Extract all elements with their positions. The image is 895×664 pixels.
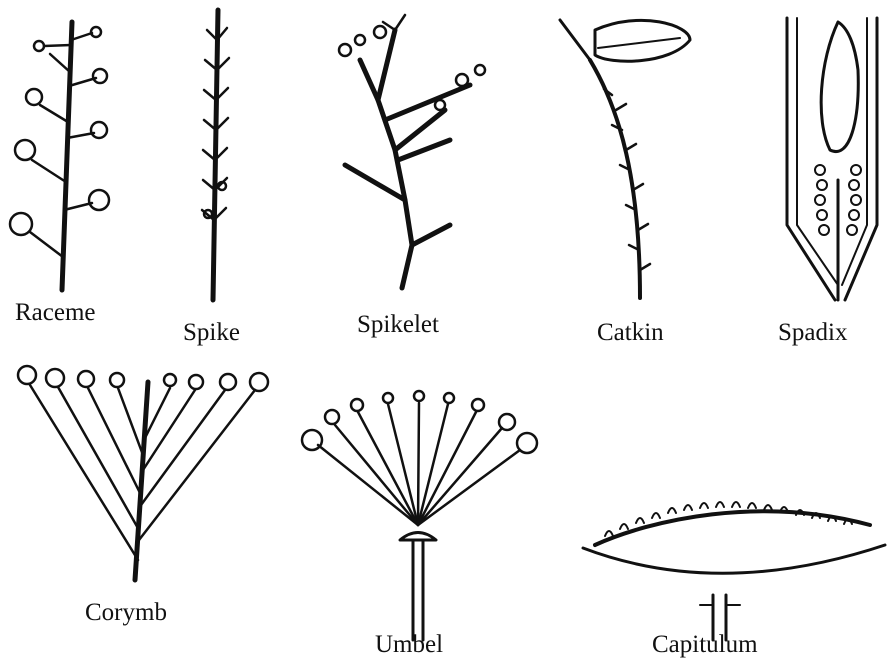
catkin-figure: [560, 20, 690, 298]
label-catkin: Catkin: [597, 320, 664, 345]
raceme-figure: [10, 22, 109, 290]
label-spadix: Spadix: [778, 320, 847, 345]
spikelet-figure: [339, 15, 485, 288]
corymb-figure: [18, 366, 268, 580]
spike-figure: [202, 10, 229, 300]
capitulum-figure: [583, 502, 885, 640]
label-capitulum: Capitulum: [652, 632, 758, 657]
label-spikelet: Spikelet: [357, 312, 439, 337]
spadix-figure: [787, 18, 877, 300]
umbel-figure: [302, 391, 537, 640]
label-corymb: Corymb: [85, 600, 167, 625]
label-raceme: Raceme: [15, 300, 96, 325]
label-spike: Spike: [183, 320, 240, 345]
label-umbel: Umbel: [375, 632, 443, 657]
